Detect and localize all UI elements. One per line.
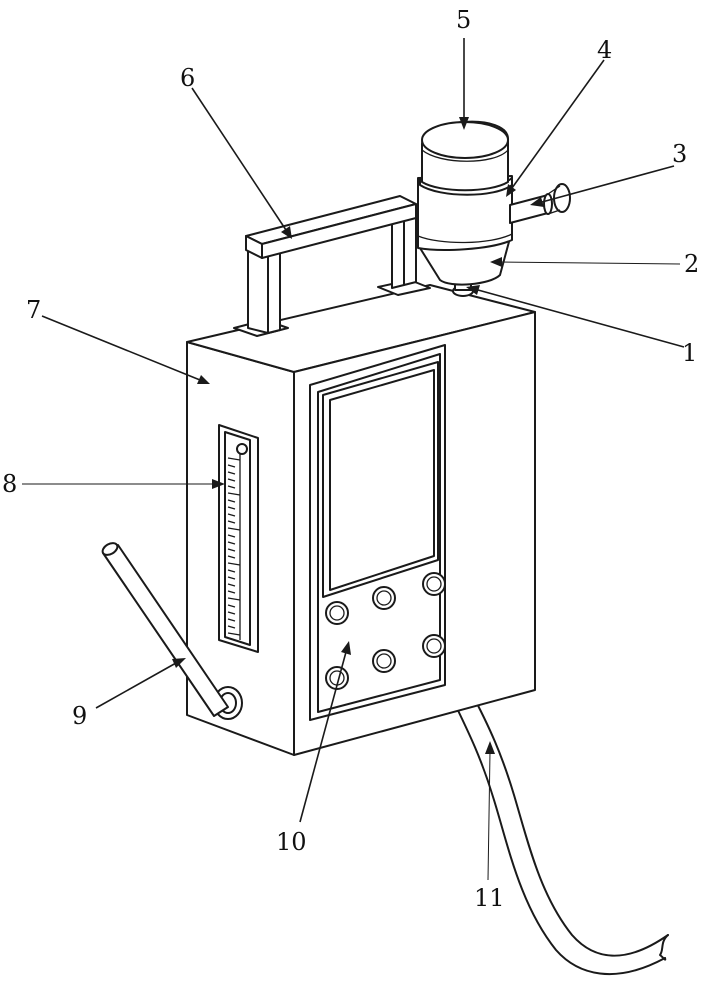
- gauge-tick: [227, 527, 241, 531]
- control-panel: [309, 344, 446, 721]
- gauge-tick: [227, 569, 236, 573]
- callout-9: 9: [72, 702, 87, 730]
- callout-8: 8: [2, 470, 17, 498]
- callout-1: 1: [682, 339, 697, 367]
- callout-7: 7: [26, 296, 41, 324]
- gauge-tick: [227, 583, 236, 587]
- gauge-tick: [227, 471, 236, 475]
- leader-lines: [22, 38, 685, 881]
- level-gauge: [218, 424, 259, 653]
- gauge-tick: [227, 632, 241, 636]
- callout-numbers: 1 2 3 4 5 6 7 8 9 10 11: [2, 6, 699, 912]
- gauge-tick: [227, 506, 236, 510]
- gauge-tick: [227, 464, 236, 468]
- gauge-tick: [227, 548, 236, 552]
- hose: [451, 689, 669, 976]
- callout-11: 11: [474, 884, 505, 912]
- gauge-tick: [227, 485, 236, 489]
- gauge-tick: [227, 604, 236, 608]
- gauge-tick: [227, 555, 236, 559]
- gauge-tick: [227, 492, 241, 496]
- callout-3: 3: [672, 140, 687, 168]
- gauge-tick: [227, 625, 236, 629]
- panel-buttons: [325, 572, 446, 690]
- gauge-tick: [227, 478, 236, 482]
- callout-6: 6: [180, 64, 195, 92]
- gauge-tick: [227, 499, 236, 503]
- gauge-tick: [227, 541, 236, 545]
- gauge-tick: [227, 611, 236, 615]
- callout-4: 4: [597, 36, 612, 64]
- gauge-tick: [227, 513, 236, 517]
- gauge-tick: [227, 597, 241, 601]
- gauge-tick: [227, 534, 236, 538]
- gauge-tick: [227, 520, 236, 524]
- sensor-assembly: [417, 120, 571, 297]
- gauge-tick: [227, 562, 241, 566]
- callout-10: 10: [276, 828, 307, 856]
- gauge-tick: [227, 576, 236, 580]
- callout-5: 5: [456, 6, 471, 34]
- gauge-tick: [227, 590, 236, 594]
- gauge-tick: [227, 457, 241, 461]
- callout-2: 2: [684, 250, 699, 278]
- gauge-tick: [227, 618, 236, 622]
